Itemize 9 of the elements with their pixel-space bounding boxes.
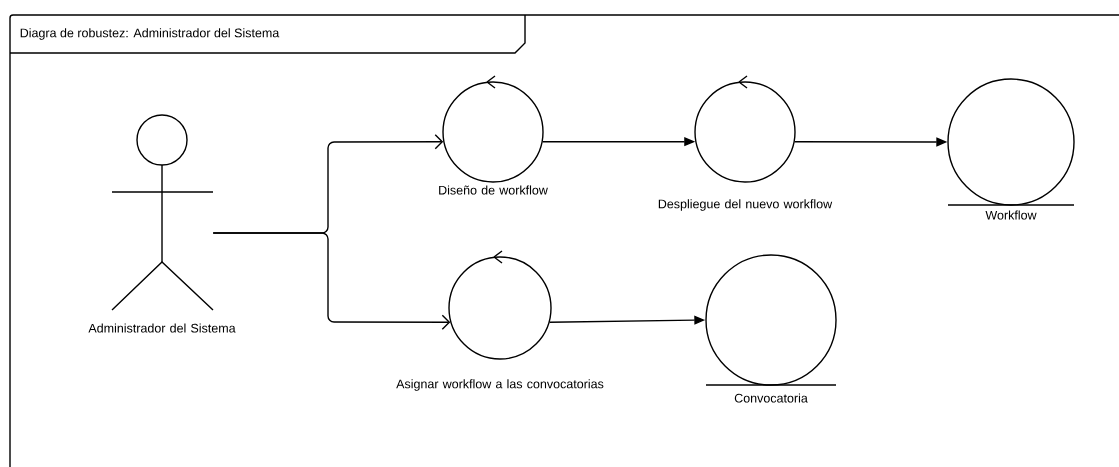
frame-title: Diagra de robustez: Administrador del Sistema [20, 28, 280, 40]
arrow [212, 232, 451, 330]
node-label: Diseño de workflow [439, 185, 548, 195]
actor-figure: Administrador del Sistema [88, 114, 236, 333]
node-label: Asignar workflow a las convocatorias [396, 379, 604, 391]
node-label: Workflow [985, 210, 1037, 220]
node-label: Despliegue del nuevo workflow [658, 199, 833, 211]
node-label: Administrador del Sistema [88, 323, 236, 333]
node-label: Convocatoria [734, 393, 808, 403]
